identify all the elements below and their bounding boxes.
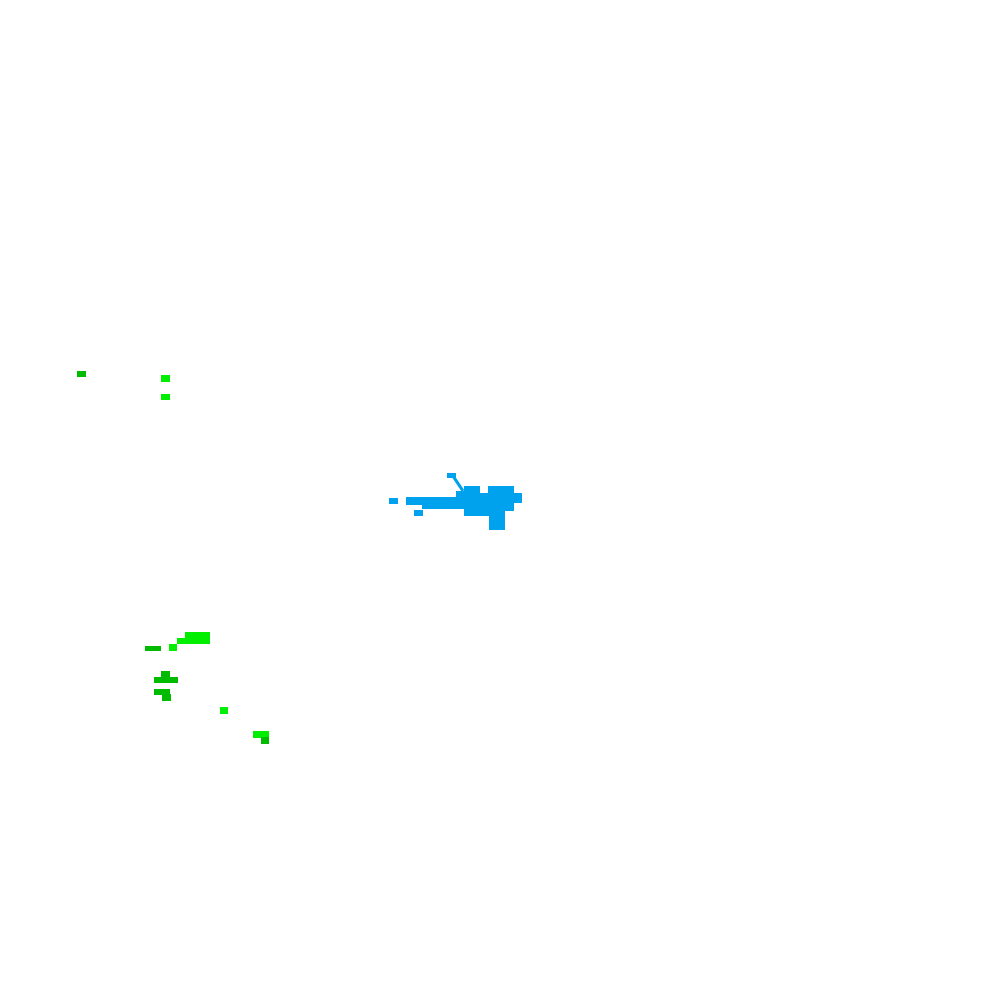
blue-ship-icon: [389, 473, 522, 530]
green-enemy-icon: [145, 632, 269, 744]
green-enemy-icon: [77, 371, 170, 400]
